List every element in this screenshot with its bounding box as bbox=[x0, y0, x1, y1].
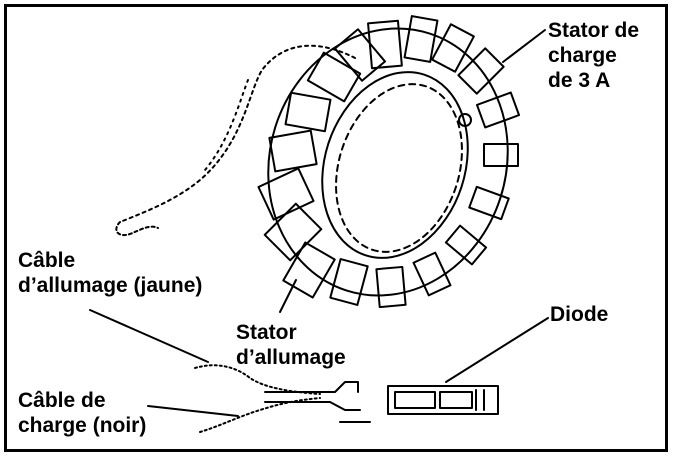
leader-stator-allumage bbox=[279, 279, 297, 313]
diode-component bbox=[387, 385, 499, 415]
label-line: Stator bbox=[236, 321, 297, 344]
label-diode: Diode bbox=[550, 303, 609, 326]
label-line: d’allumage bbox=[236, 346, 346, 369]
label-line: charge (noir) bbox=[18, 414, 147, 437]
stator-coils bbox=[257, 15, 521, 309]
stator-inner-ring bbox=[321, 71, 469, 259]
label-stator-allumage: Stator d’allumage bbox=[236, 320, 346, 370]
label-line: de 3 A bbox=[548, 69, 611, 92]
label-cable-charge: Câble de charge (noir) bbox=[18, 388, 146, 438]
charge-cable bbox=[199, 397, 321, 433]
label-line: d’allumage (jaune) bbox=[18, 274, 203, 297]
wire-harness bbox=[119, 44, 356, 223]
leader-diode bbox=[445, 317, 549, 383]
label-stator-charge: Stator de charge de 3 A bbox=[548, 18, 639, 93]
stator-outer-ring bbox=[267, 27, 509, 297]
leader-cable-charge bbox=[147, 405, 239, 417]
label-line: charge bbox=[548, 44, 617, 67]
figure-frame bbox=[4, 4, 668, 452]
leader-stator-charge bbox=[502, 29, 546, 63]
label-line: Câble de bbox=[18, 389, 106, 412]
leader-cable-allumage bbox=[89, 309, 209, 363]
label-line: Stator de bbox=[548, 19, 640, 42]
label-cable-allumage: Câble d’allumage (jaune) bbox=[18, 248, 202, 298]
label-line: Câble bbox=[18, 249, 76, 272]
